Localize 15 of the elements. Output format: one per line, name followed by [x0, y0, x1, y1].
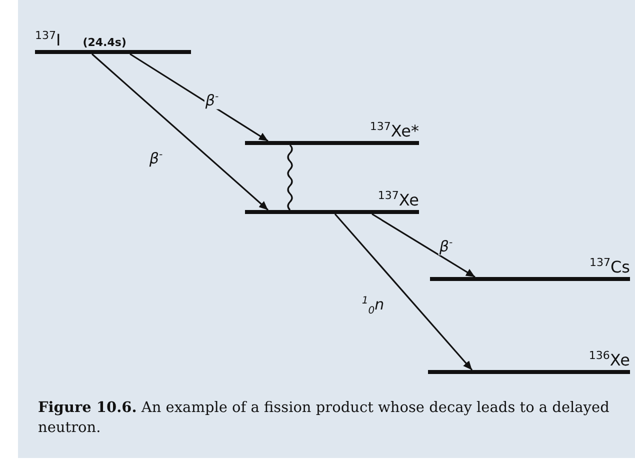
nuclide-label: $^{137}$Xe [378, 188, 419, 209]
gamma-transition-line [287, 144, 293, 211]
edge-label: β$^{-}$ [204, 91, 220, 109]
nuclide-label: $^{136}$Xe [588, 348, 630, 369]
half-life-label: (24.4s) [82, 36, 126, 49]
decay-arrow [334, 213, 473, 371]
figure-caption: Figure 10.6. An example of a fission product whose decay leads to a delayed neutron. [38, 398, 610, 438]
edge-label: β$^{-}$ [148, 149, 164, 167]
decay-arrow [130, 53, 268, 142]
edge-label: β$^{-}$ [438, 237, 454, 255]
nuclide-label: $^{137}$I [35, 28, 61, 49]
decay-arrow [372, 213, 476, 278]
nuclide-label: $^{137}$Xe* [370, 120, 419, 140]
nuclide-label: $^{137}$Cs [589, 256, 630, 276]
decay-arrow [91, 53, 269, 211]
